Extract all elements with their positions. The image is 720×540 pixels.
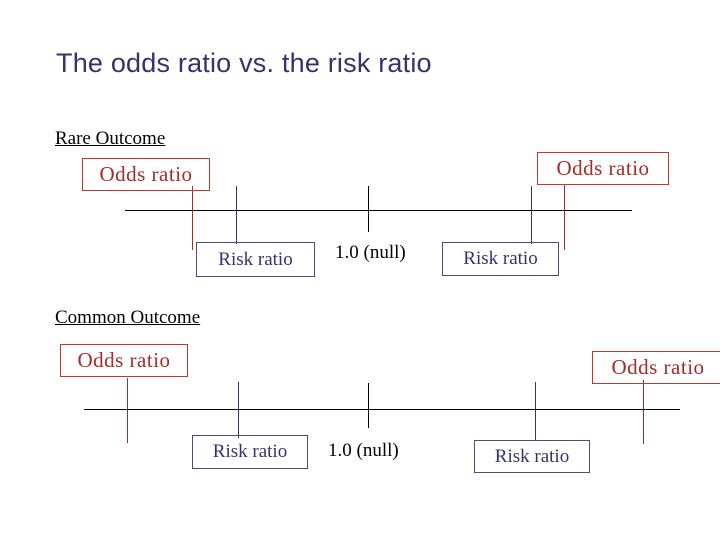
tick-risk-right-common [535, 382, 536, 440]
label-risk-ratio-left-common: Risk ratio [192, 435, 308, 469]
tick-null-rare [368, 186, 369, 232]
axis-line-common [84, 409, 680, 410]
tick-odds-left-common [127, 378, 128, 443]
label-null-common: 1.0 (null) [328, 440, 399, 461]
label-odds-ratio-left-common: Odds ratio [60, 344, 188, 377]
label-odds-ratio-right-common: Odds ratio [592, 351, 720, 384]
tick-odds-left-rare [192, 186, 193, 250]
label-risk-ratio-right-common: Risk ratio [474, 440, 590, 473]
tick-risk-left-common [238, 382, 239, 438]
label-null-rare: 1.0 (null) [335, 242, 406, 263]
tick-risk-left-rare [236, 186, 237, 244]
axis-line-rare [125, 210, 632, 211]
tick-odds-right-common [643, 380, 644, 444]
section-heading-common-outcome: Common Outcome [55, 307, 201, 328]
label-risk-ratio-right-rare: Risk ratio [442, 242, 559, 276]
page-title: The odds ratio vs. the risk ratio [56, 48, 432, 78]
label-odds-ratio-right-rare: Odds ratio [537, 152, 669, 185]
tick-odds-right-rare [564, 184, 565, 250]
label-risk-ratio-left-rare: Risk ratio [196, 242, 315, 277]
tick-null-common [368, 383, 369, 428]
tick-risk-right-rare [531, 186, 532, 244]
section-heading-rare-outcome: Rare Outcome [55, 128, 166, 149]
label-odds-ratio-left-rare: Odds ratio [82, 158, 210, 191]
